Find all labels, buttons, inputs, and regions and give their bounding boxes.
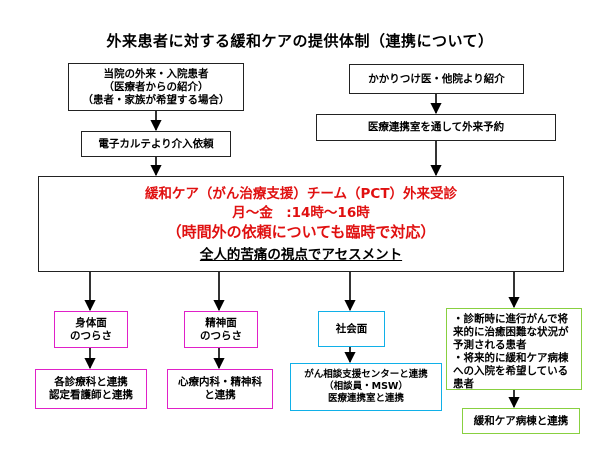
liaison-booking-box: 医療連携室を通して外来予約 [316,114,556,141]
pct-clinic-after-hours-note: （時間外の依頼についても臨時で対応） [166,223,436,241]
patient-criteria-item2: ・将来的に緩和ケア病棟への入院を希望している患者 [453,352,569,390]
physical-distress-line2: のつらさ [70,329,112,342]
social-action-line1: がん相談支援センターと連携 [304,369,428,380]
internal-referral-line1: 当院の外来・入院患者 [103,67,209,80]
pct-clinic-hours: 月～金 :14時～16時 [232,205,370,221]
external-referral-box: かかりつけ医・他院より紹介 [349,64,524,94]
ehr-request-label: 電子カルテより介入依頼 [98,137,214,150]
social-action-line2: （相談員・MSW） [324,381,408,392]
physical-distress-box: 身体面 のつらさ [54,311,128,348]
ehr-request-box: 電子カルテより介入依頼 [81,131,231,157]
pct-clinic-title: 緩和ケア（がん治療支援）チーム（PCT）外来受診 [144,186,458,202]
pct-clinic-box: 緩和ケア（がん治療支援）チーム（PCT）外来受診 月～金 :14時～16時 （時… [38,176,564,272]
internal-referral-line2: （医療者からの紹介） [103,80,209,93]
patient-criteria-box: ・診断時に進行がんで将来的に治癒困難な状況が予測される患者 ・将来的に緩和ケア病… [446,308,582,390]
internal-referral-line3: （患者・家族が希望する場合） [82,93,230,106]
physical-action-line1: 各診療科と連携 [54,376,128,388]
mental-distress-box: 精神面 のつらさ [184,311,258,348]
external-referral-label: かかりつけ医・他院より紹介 [368,72,505,85]
diagram-title: 外来患者に対する緩和ケアの提供体制（連携について） [106,32,494,50]
mental-distress-line1: 精神面 [205,316,237,329]
liaison-booking-label: 医療連携室を通して外来予約 [367,121,505,133]
mental-action-line2: と連携 [204,389,236,401]
social-action-box: がん相談支援センターと連携 （相談員・MSW） 医療連携室と連携 [290,363,442,411]
physical-distress-line1: 身体面 [75,316,107,329]
palliative-ward-label: 緩和ケア病棟と連携 [473,414,569,427]
social-distress-label: 社会面 [335,322,368,335]
internal-referral-box: 当院の外来・入院患者 （医療者からの紹介） （患者・家族が希望する場合） [68,63,244,111]
social-action-line3: 医療連携室と連携 [327,393,404,404]
mental-action-line1: 心療内科・精神科 [178,376,262,388]
mental-action-box: 心療内科・精神科 と連携 [167,369,273,409]
physical-action-line2: 認定看護師と連携 [49,389,133,401]
physical-action-box: 各診療科と連携 認定看護師と連携 [35,369,147,409]
social-distress-box: 社会面 [318,311,385,347]
mental-distress-line2: のつらさ [200,329,242,342]
palliative-ward-box: 緩和ケア病棟と連携 [462,408,580,434]
patient-criteria-item1: ・診断時に進行がんで将来的に治癒困難な状況が予測される患者 [453,313,569,351]
holistic-assessment-label: 全人的苦痛の視点でアセスメント [199,247,403,263]
